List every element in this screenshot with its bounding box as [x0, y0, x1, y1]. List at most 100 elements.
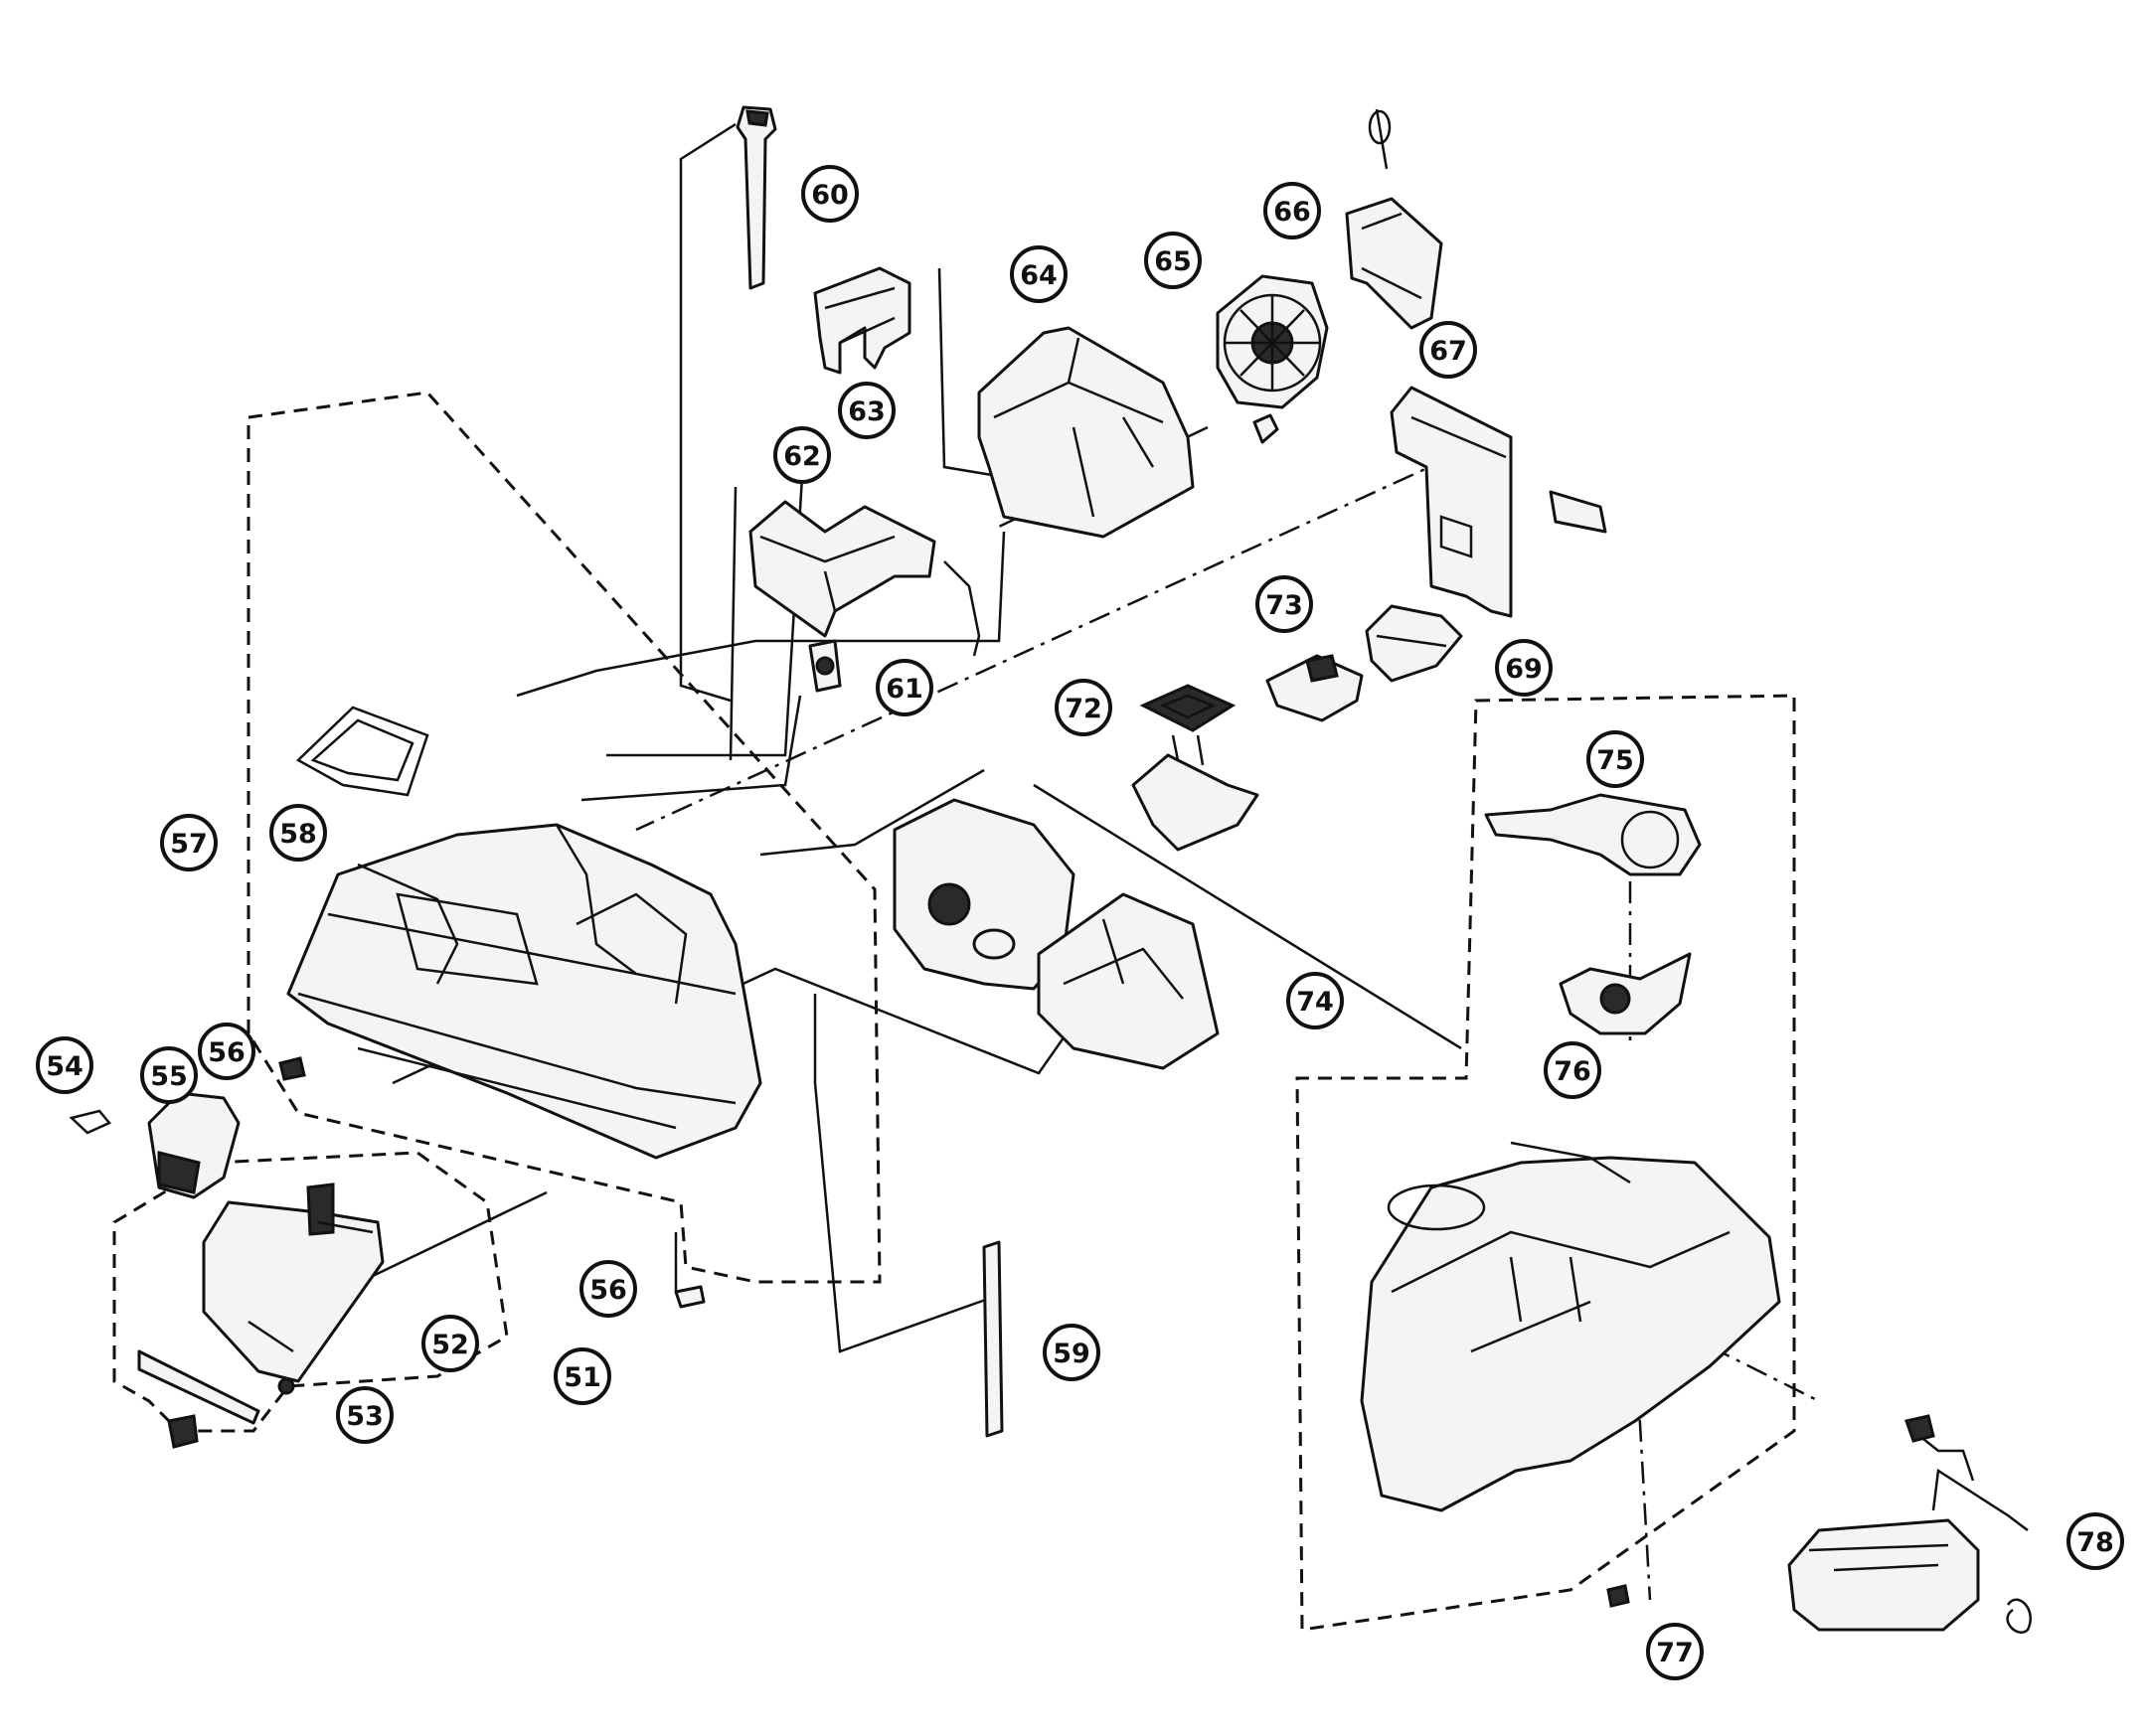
- callout-ring: [1419, 321, 1477, 379]
- callout-69: 69: [1495, 639, 1553, 697]
- part-60-lever: [736, 105, 777, 290]
- callout-number: 77: [1656, 1638, 1694, 1668]
- part-53-rail: [137, 1349, 295, 1449]
- callout-ring: [579, 1260, 637, 1318]
- callout-number: 74: [1296, 987, 1334, 1018]
- callout-66: 66: [1263, 182, 1321, 239]
- part-74-mechanism: [893, 798, 1220, 1070]
- callout-number: 69: [1505, 654, 1543, 685]
- callout-74: 74: [1286, 972, 1344, 1029]
- callout-ring: [801, 165, 859, 223]
- callout-number: 63: [848, 396, 886, 427]
- callout-ring: [421, 1315, 479, 1372]
- callout-number: 66: [1273, 197, 1311, 228]
- part-52-board: [202, 1183, 385, 1383]
- callout-ring: [554, 1347, 611, 1405]
- callout-ring: [1586, 730, 1644, 788]
- callout-ring: [1263, 182, 1321, 239]
- callout-ring: [140, 1046, 198, 1104]
- callout-number: 57: [170, 829, 208, 860]
- callout-65: 65: [1144, 232, 1202, 289]
- callout-ring: [2066, 1512, 2124, 1570]
- callout-56a: 56: [198, 1023, 255, 1080]
- callout-number: 56: [589, 1275, 627, 1306]
- callout-59: 59: [1043, 1324, 1100, 1381]
- part-61-sensor: [808, 639, 842, 693]
- part-77-screw: [1606, 1584, 1630, 1608]
- callout-ring: [1646, 1623, 1704, 1680]
- callout-layer: 60 66 64 65 63 67 62 73 61 69 72 75 57 58 74 54 55 56 76 56…: [36, 165, 2124, 1680]
- callout-ring: [160, 814, 218, 871]
- callout-56b: 56: [579, 1260, 637, 1318]
- callout-ring: [269, 804, 327, 862]
- callout-58: 58: [269, 804, 327, 862]
- callout-number: 56: [208, 1037, 246, 1068]
- part-63-bracket: [813, 266, 911, 375]
- callout-ring: [1255, 575, 1313, 633]
- callout-57: 57: [160, 814, 218, 871]
- part-72-motor-bracket: [1131, 684, 1259, 852]
- callout-ring: [1043, 1324, 1100, 1381]
- callout-ring: [1010, 245, 1068, 303]
- callout-number: 73: [1265, 590, 1303, 621]
- callout-64: 64: [1010, 245, 1068, 303]
- callout-number: 53: [346, 1401, 384, 1432]
- part-73-clip: [1265, 654, 1364, 722]
- callout-number: 62: [783, 441, 821, 472]
- callout-number: 67: [1429, 336, 1467, 367]
- callout-ring: [36, 1036, 93, 1094]
- callout-number: 78: [2076, 1527, 2114, 1558]
- callout-72: 72: [1055, 679, 1112, 736]
- callout-number: 65: [1154, 246, 1192, 277]
- assembly-57-boundary: [247, 391, 882, 1284]
- callout-52: 52: [421, 1315, 479, 1372]
- part-55-block: [147, 1091, 241, 1199]
- callout-ring: [1544, 1041, 1601, 1099]
- callout-ring: [1055, 679, 1112, 736]
- part-78-switch: [1787, 1414, 2032, 1634]
- part-64-housing: [977, 326, 1195, 539]
- callout-number: 58: [279, 819, 317, 850]
- callout-ring: [1144, 232, 1202, 289]
- callout-number: 76: [1554, 1056, 1591, 1087]
- assembly-51-boundary: [112, 1151, 509, 1433]
- callout-number: 55: [150, 1061, 188, 1092]
- part-58-gasket: [295, 706, 429, 797]
- part-65-fan: [1216, 274, 1329, 444]
- callout-ring: [838, 382, 896, 439]
- callout-62: 62: [773, 426, 831, 484]
- callout-77: 77: [1646, 1623, 1704, 1680]
- callout-73: 73: [1255, 575, 1313, 633]
- callout-ring: [876, 659, 933, 716]
- part-62-bracket: [748, 500, 981, 657]
- callout-78: 78: [2066, 1512, 2124, 1570]
- callout-number: 52: [431, 1330, 469, 1360]
- callout-number: 54: [46, 1051, 83, 1082]
- callout-63: 63: [838, 382, 896, 439]
- callout-number: 59: [1053, 1339, 1090, 1369]
- part-66-plate: [1345, 108, 1443, 330]
- part-75-lever: [1484, 793, 1702, 876]
- part-69-cover: [1365, 604, 1463, 683]
- part-67-panel: [1390, 386, 1607, 618]
- callout-60: 60: [801, 165, 859, 223]
- callout-number: 61: [886, 674, 923, 705]
- callout-number: 72: [1065, 694, 1102, 724]
- callout-53: 53: [336, 1386, 394, 1444]
- part-76-lever: [1559, 952, 1692, 1035]
- callout-51: 51: [554, 1347, 611, 1405]
- callout-61: 61: [876, 659, 933, 716]
- part-54-clip: [69, 1109, 112, 1135]
- part-56-pad-upper: [278, 1056, 306, 1081]
- callout-76: 76: [1544, 1041, 1601, 1099]
- callout-ring: [1286, 972, 1344, 1029]
- main-chassis: [286, 823, 762, 1160]
- callout-number: 75: [1596, 745, 1634, 776]
- callout-number: 51: [564, 1362, 601, 1393]
- callout-number: 60: [811, 180, 849, 211]
- assembly-74-boundary: [1295, 694, 1796, 1632]
- callout-ring: [1495, 639, 1553, 697]
- callout-75: 75: [1586, 730, 1644, 788]
- part-59-bar: [982, 1240, 1004, 1438]
